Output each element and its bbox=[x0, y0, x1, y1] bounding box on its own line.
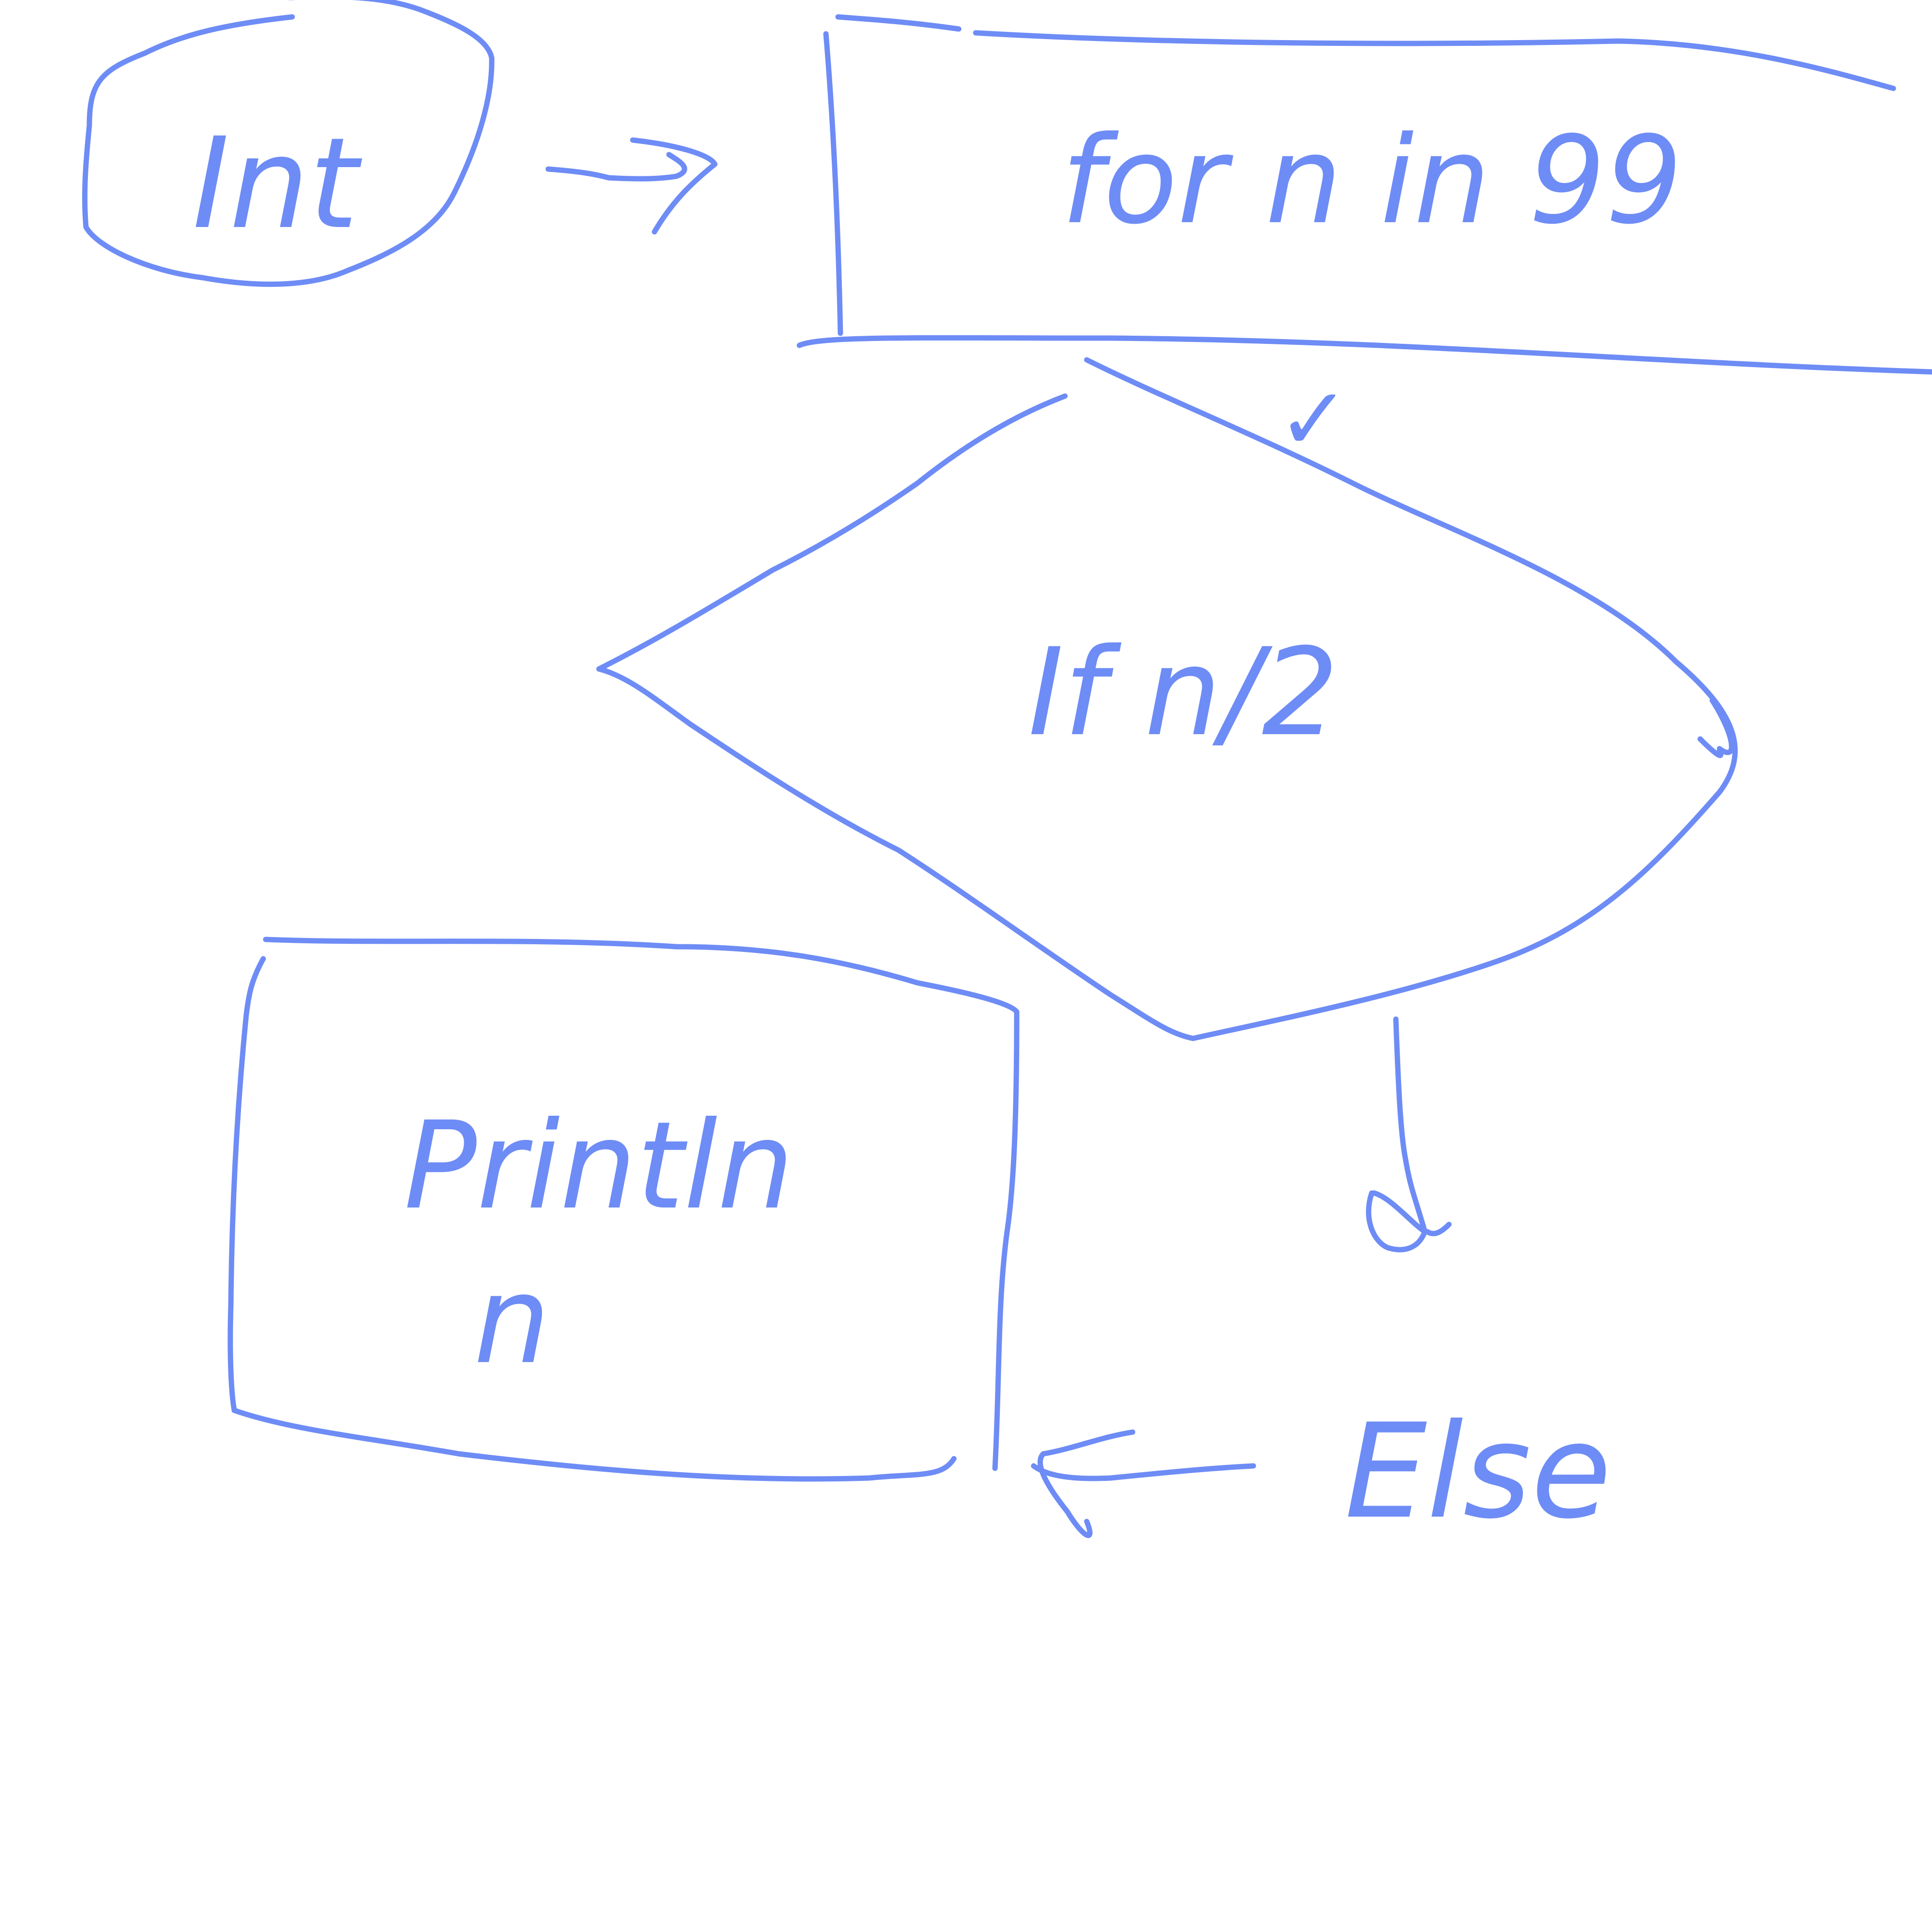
loop-rect-top bbox=[835, 14, 1896, 91]
decision-diamond-cross bbox=[1697, 697, 1734, 758]
print-rect-top bbox=[263, 937, 1020, 1015]
else-node: Else bbox=[1345, 1395, 1611, 1548]
start-oval-node: Int bbox=[82, 0, 495, 287]
print-rect-right bbox=[992, 1009, 1020, 1471]
arrow-start-to-loop bbox=[545, 137, 718, 235]
start-label: Int bbox=[192, 111, 364, 257]
arrow-head bbox=[630, 137, 718, 235]
print-rect-left bbox=[227, 956, 266, 1413]
else-label: Else bbox=[1345, 1395, 1611, 1548]
loop-label: for n in 99 bbox=[1061, 110, 1683, 251]
print-rect-bottom bbox=[231, 1407, 957, 1482]
decision-diamond-shape bbox=[596, 357, 1738, 1041]
print-label-line2: n bbox=[474, 1250, 550, 1391]
arrow-head bbox=[1037, 1429, 1136, 1538]
loop-rect-node: for n in 99 bbox=[796, 14, 1932, 375]
print-rect-node: Println n bbox=[227, 937, 1020, 1482]
start-oval-shape bbox=[82, 0, 495, 287]
loop-rect-left bbox=[823, 31, 843, 336]
arrow-else-to-print bbox=[1031, 1429, 1256, 1538]
decision-diamond-node: If n/2 bbox=[596, 357, 1738, 1041]
decision-label: If n/2 bbox=[1028, 622, 1339, 763]
arrow-line bbox=[1031, 1463, 1256, 1481]
arrow-decision-to-else bbox=[1366, 1016, 1452, 1252]
arrow-head bbox=[1366, 1190, 1452, 1252]
print-label: Println bbox=[404, 1095, 794, 1236]
arrow-line bbox=[1393, 1016, 1428, 1235]
arrow-line bbox=[545, 152, 687, 182]
loop-rect-bottom bbox=[796, 335, 1932, 375]
